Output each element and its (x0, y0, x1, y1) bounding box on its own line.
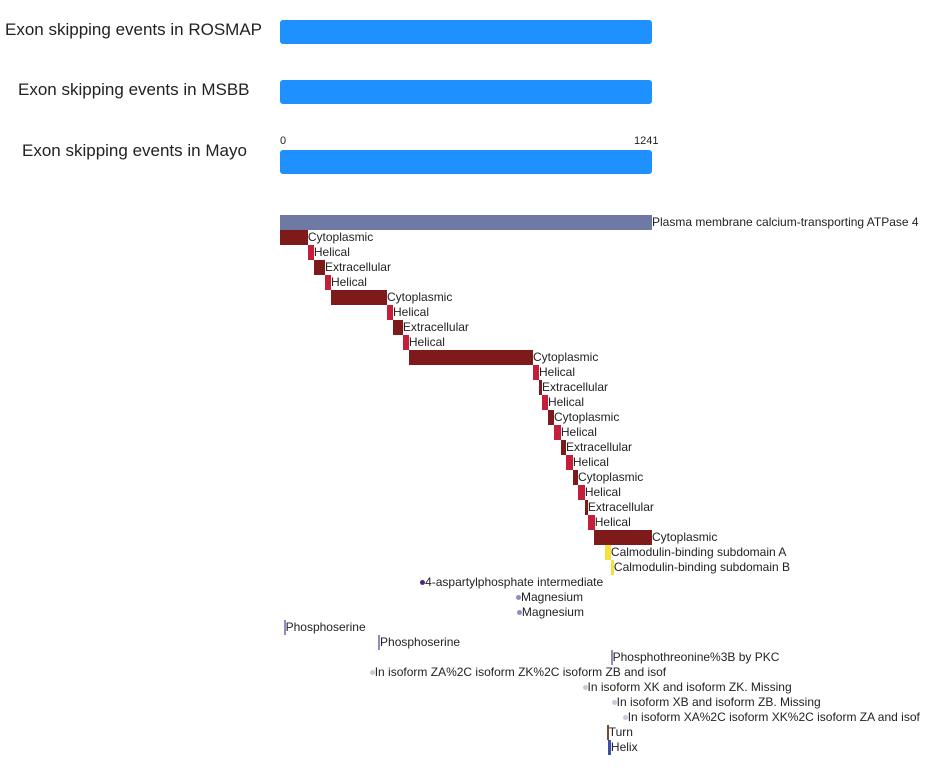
feature-mark-helical[interactable] (402, 335, 409, 350)
axis-min-label: 0 (280, 135, 287, 147)
feature-label: Helical (594, 515, 631, 529)
feature-mark-chain[interactable] (280, 215, 652, 230)
feature-mark-calmodulin[interactable] (604, 545, 611, 560)
track-label-rosmap: Exon skipping events in ROSMAP (5, 20, 263, 39)
feature-label: Magnesium (521, 590, 584, 604)
feature-label: 4-aspartylphosphate intermediate (425, 575, 604, 589)
feature-label: In isoform XK and isoform ZK. Missing (587, 680, 792, 694)
feature-label: Calmodulin-binding subdomain B (613, 560, 791, 574)
feature-mark-helical[interactable] (532, 365, 539, 380)
track-label-mayo: Exon skipping events in Mayo (22, 141, 247, 160)
feature-mark-helical[interactable] (307, 245, 314, 260)
feature-label: Cytoplasmic (532, 350, 599, 364)
feature-label: Extracellular (541, 380, 609, 394)
feature-mark-topo_dark[interactable] (330, 290, 387, 305)
feature-label: Cytoplasmic (553, 410, 620, 424)
feature-label: Helical (547, 395, 584, 409)
feature-label: Helix (610, 740, 638, 754)
feature-mark-helical[interactable] (541, 395, 548, 410)
feature-mark-helical[interactable] (386, 305, 393, 320)
track-bar-mayo[interactable] (280, 150, 652, 174)
feature-label: Extracellular (402, 320, 469, 334)
feature-label: Extracellular (324, 260, 391, 274)
feature-mark-topo_dark[interactable] (594, 530, 652, 545)
feature-label: Cytoplasmic (577, 470, 644, 484)
feature-mark-variant[interactable] (582, 685, 588, 690)
feature-mark-topo_dark[interactable] (408, 350, 533, 365)
feature-mark-helical[interactable] (324, 275, 331, 290)
feature-label: Cytoplasmic (307, 230, 374, 244)
feature-label: In isoform XB and isoform ZB. Missing (616, 695, 821, 709)
feature-mark-modres[interactable] (378, 635, 381, 650)
feature-label: In isoform ZA%2C isoform ZK%2C isoform Z… (374, 665, 667, 679)
feature-mark-helical[interactable] (587, 515, 595, 530)
feature-mark-topo_dark[interactable] (538, 380, 542, 395)
feature-mark-turn[interactable] (606, 725, 609, 740)
feature-mark-helical[interactable] (565, 455, 573, 470)
feature-label: Helical (313, 245, 350, 259)
feature-mark-topo_dark[interactable] (572, 470, 578, 485)
feature-mark-topo_dark[interactable] (280, 230, 308, 245)
feature-mark-variant[interactable] (611, 700, 617, 705)
feature-mark-helical[interactable] (553, 425, 561, 440)
feature-label: Helical (393, 305, 430, 319)
feature-label: Cytoplasmic (387, 290, 453, 304)
feature-mark-topo_dark[interactable] (584, 500, 588, 515)
feature-mark-calmodulin[interactable] (610, 560, 614, 575)
feature-mark-topo_dark[interactable] (392, 320, 403, 335)
feature-mark-active[interactable] (420, 580, 426, 585)
feature-label: Helical (584, 485, 621, 499)
feature-mark-metal[interactable] (516, 610, 522, 615)
feature-label: Phosphoserine (285, 620, 366, 634)
feature-label: In isoform XA%2C isoform XK%2C isoform Z… (627, 710, 920, 724)
feature-mark-modres[interactable] (283, 620, 286, 635)
track-bar-rosmap[interactable] (280, 20, 652, 44)
feature-label: Extracellular (565, 440, 632, 454)
feature-mark-helix[interactable] (607, 740, 611, 755)
feature-label: Calmodulin-binding subdomain A (610, 545, 787, 559)
feature-label: Magnesium (521, 605, 584, 619)
feature-label: Plasma membrane calcium-transporting ATP… (652, 215, 919, 229)
feature-label: Helical (538, 365, 575, 379)
track-bar-msbb[interactable] (280, 80, 652, 104)
feature-label: Extracellular (587, 500, 654, 514)
axis-max-label: 1241 (634, 135, 659, 147)
feature-label: Turn (608, 725, 633, 739)
feature-mark-topo_dark[interactable] (560, 440, 566, 455)
feature-mark-variant[interactable] (622, 715, 628, 720)
feature-label: Helical (560, 425, 597, 439)
feature-label: Helical (330, 275, 367, 289)
feature-label: Phosphothreonine%3B by PKC (612, 650, 780, 664)
feature-mark-metal[interactable] (516, 595, 521, 600)
feature-mark-topo_dark[interactable] (547, 410, 554, 425)
feature-label: Helical (572, 455, 609, 469)
feature-mark-variant[interactable] (369, 670, 375, 675)
feature-label: Helical (408, 335, 445, 349)
feature-label: Cytoplasmic (652, 530, 718, 544)
feature-mark-topo_dark[interactable] (313, 260, 325, 275)
feature-mark-modres[interactable] (610, 650, 613, 665)
feature-label: Phosphoserine (380, 635, 461, 649)
track-label-msbb: Exon skipping events in MSBB (18, 80, 250, 99)
feature-mark-helical[interactable] (577, 485, 585, 500)
